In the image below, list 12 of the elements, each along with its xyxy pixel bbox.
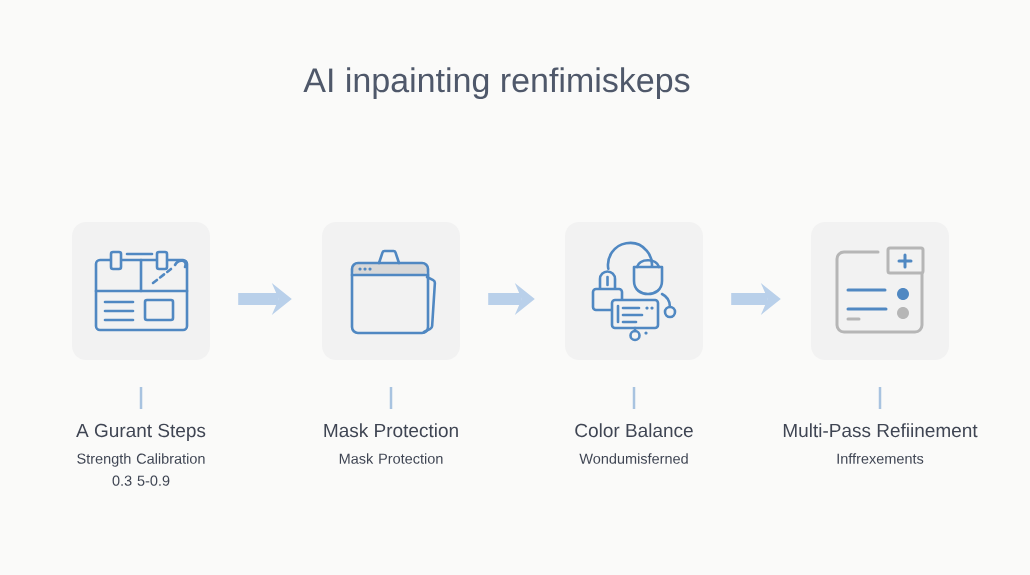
step-description: Wondumisferned [579,453,688,464]
arrow [238,283,292,315]
arrow [488,283,535,315]
step-description: Mask Protection [339,453,443,464]
title: AI inpainting renfimiskeps [303,67,690,100]
step-heading: Multi-Pass Refiinement [783,423,978,438]
step-heading: Color Balance [575,423,693,438]
step-description: Strength Calibration 0.3 5-0.9 [77,453,205,486]
step-heading: A Gurant Steps [76,423,206,441]
step-heading: Mask Protection [324,423,458,438]
arrow [731,283,781,315]
step-description: Inffrexements [837,453,924,464]
